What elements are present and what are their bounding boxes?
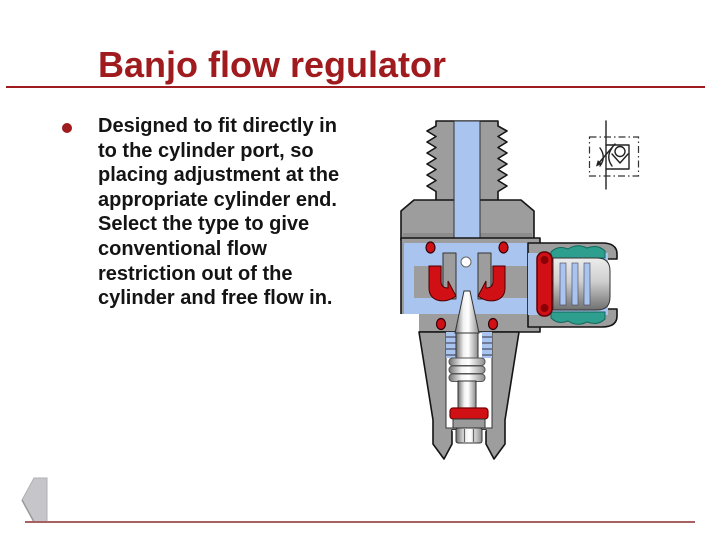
left-arrow-icon (21, 477, 48, 523)
push-in-fitting (527, 242, 618, 328)
bullet-text: Designed to fit directly in to the cylin… (98, 114, 378, 311)
bullet-line: to the cylinder port, so (98, 139, 314, 162)
bullet-line: restriction out of the (98, 262, 293, 285)
regulator-diagram (396, 120, 640, 460)
bullet-line: appropriate cylinder end. (98, 188, 337, 211)
bullet-line: Select the type to give (98, 213, 310, 236)
bullet-line: Designed to fit directly in (98, 115, 337, 137)
bullet-line: conventional flow (98, 237, 267, 260)
bullet-line: placing adjustment at the (98, 164, 340, 187)
flow-control-valve-symbol-icon (588, 120, 640, 190)
bullet-line: cylinder and free flow in. (98, 287, 333, 310)
previous-slide-button[interactable] (20, 476, 50, 524)
title-rule (6, 86, 705, 88)
adjustment-needle (448, 290, 489, 444)
footer-rule (25, 521, 695, 523)
banjo-body (396, 237, 541, 336)
bullet-icon (62, 123, 72, 133)
slide-title: Banjo flow regulator (98, 44, 447, 85)
check-seals (425, 241, 509, 331)
bore-channel (453, 120, 481, 256)
